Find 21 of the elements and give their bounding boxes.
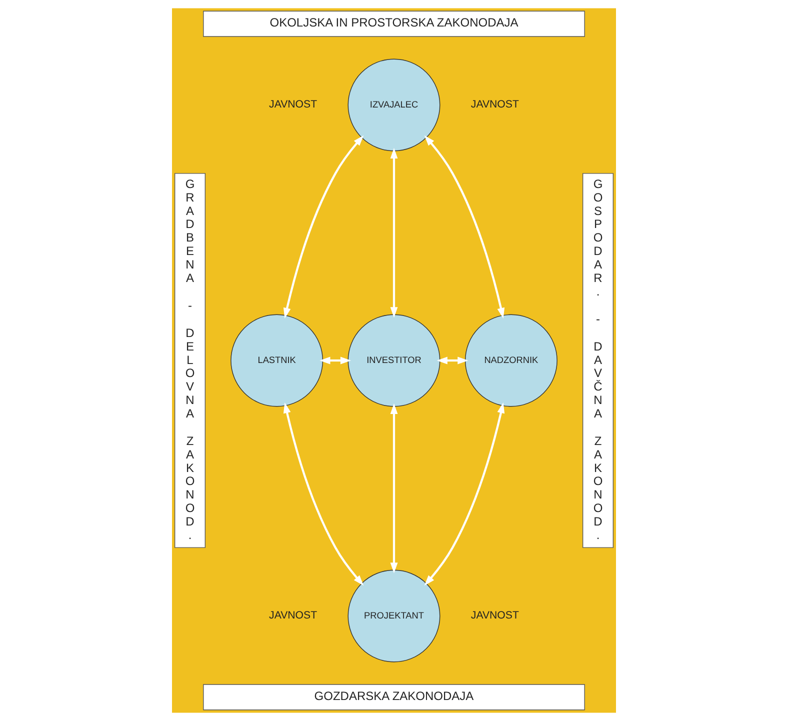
label: JAVNOST [269, 98, 318, 110]
arrow [424, 135, 505, 319]
node-box: GRADBENA - DELOVNA ZAKONOD. [174, 173, 206, 548]
arrow [436, 356, 468, 364]
label: JAVNOST [269, 610, 318, 622]
arrow [390, 403, 398, 574]
arrow [390, 148, 398, 318]
arrow [283, 402, 364, 586]
node-circle: INVESTITOR [348, 314, 440, 407]
arrow [424, 402, 505, 586]
arrow [320, 356, 352, 364]
node-box: GOZDARSKA ZAKONODAJA [203, 684, 585, 710]
label: JAVNOST [470, 98, 519, 110]
arrow [283, 135, 364, 319]
node-circle: IZVAJALEC [348, 58, 440, 152]
node-circle: LASTNIK [230, 314, 324, 407]
node-circle: NADZORNIK [464, 314, 558, 407]
node-box: GOSPODAR. - DAVČNA ZAKONOD. [582, 173, 614, 548]
node-circle: PROJEKTANT [348, 570, 440, 662]
label: JAVNOST [470, 610, 519, 622]
node-box: OKOLJSKA IN PROSTORSKA ZAKONODAJA [203, 10, 585, 37]
